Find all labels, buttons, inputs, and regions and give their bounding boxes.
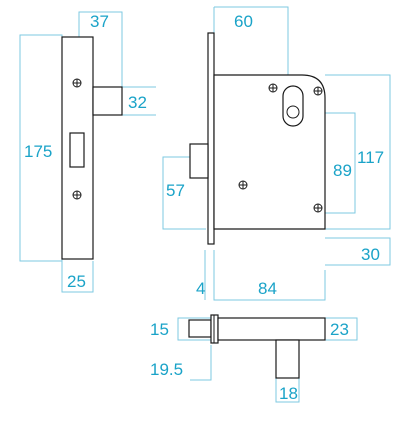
latch-bolt [189,143,209,179]
forend-view: 37 32 175 25 [19,11,156,293]
screw-case-top-left-icon [268,83,278,93]
cylinder-hole-icon [282,85,304,127]
dim-label-117: 117 [357,148,384,167]
bolt-slot [69,132,85,168]
dim-label-19-5: 19.5 [150,360,183,379]
dim-label-25: 25 [67,272,86,291]
screw-bottom-icon [72,190,82,200]
bolt-dimension-lines [177,317,358,403]
dim-label-57: 57 [166,181,185,200]
bolt-body [217,317,326,341]
dim-label-84: 84 [258,279,277,298]
face-plate [207,32,215,245]
case-body [213,74,326,230]
dim-label-30: 30 [361,245,380,264]
dim-label-175: 175 [24,142,52,161]
dim-label-15: 15 [150,320,169,339]
dim-label-60: 60 [234,12,253,31]
case-dimension-lines [162,6,391,301]
lock-case-view: 60 117 89 57 30 4 84 [162,6,391,301]
dim-label-89: 89 [333,161,352,180]
bolt-stem [188,319,212,338]
screw-case-bottom-right-icon [313,203,323,213]
dim-label-37: 37 [90,12,109,31]
screw-top-icon [72,78,82,88]
dim-label-32: 32 [128,93,147,112]
dim-label-18: 18 [279,384,298,403]
screw-case-top-right-icon [313,86,323,96]
dim-label-23: 23 [330,320,349,339]
bolt-spindle [275,339,300,379]
latch-bolt-side [92,86,123,116]
dim-label-4: 4 [196,279,205,298]
screw-case-middle-icon [238,180,248,190]
bolt-top-view: 15 23 19.5 18 [150,314,358,403]
